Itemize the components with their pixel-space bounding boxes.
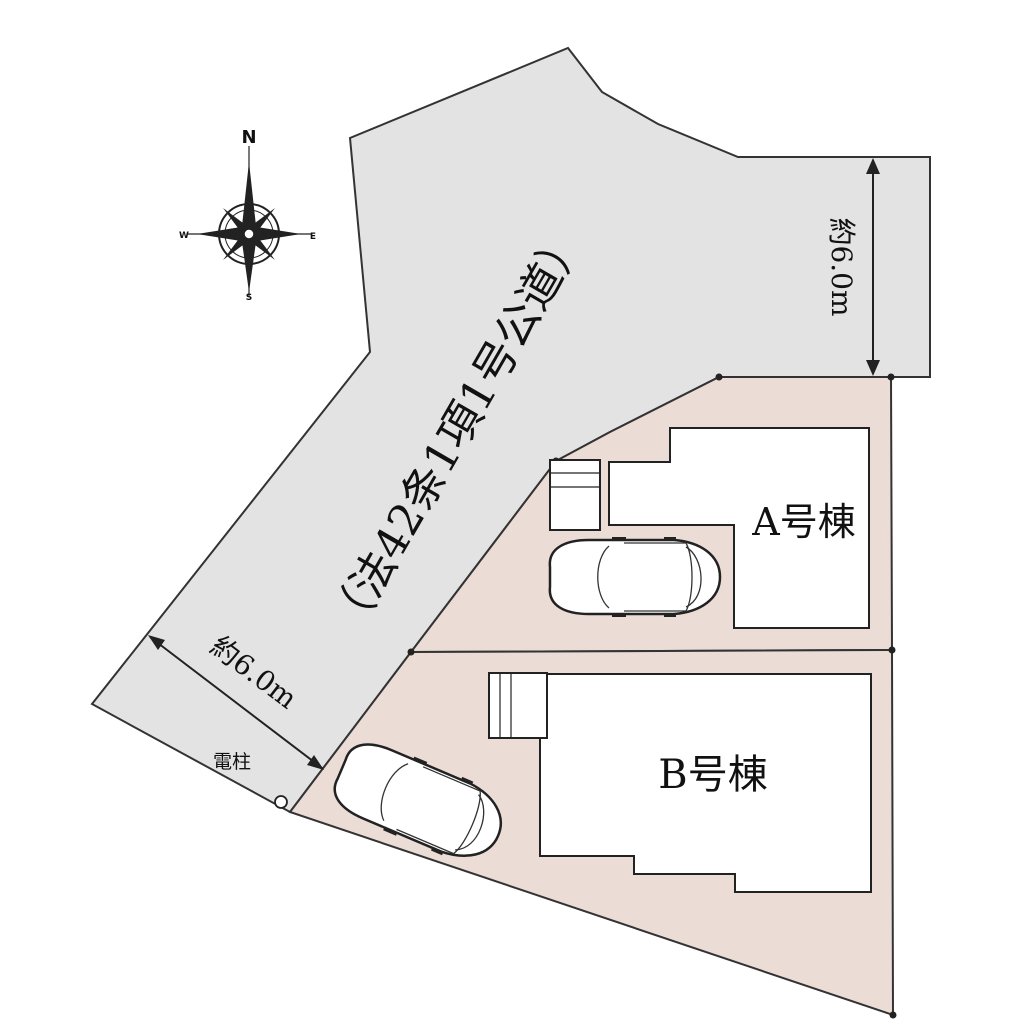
boundary-point	[407, 648, 415, 656]
boundary-point	[888, 646, 896, 654]
compass-w: W	[179, 231, 189, 241]
compass-s: S	[246, 293, 252, 303]
entry-steps-b	[488, 672, 548, 739]
utility-pole-label: 電柱	[213, 751, 251, 773]
compass-e: E	[310, 232, 316, 242]
dimension-top-label: 約6.0m	[825, 217, 858, 316]
utility-pole-icon	[274, 795, 288, 809]
lot-a-label: A号棟	[751, 500, 855, 544]
boundary-point	[715, 373, 723, 381]
boundary-point	[887, 373, 895, 381]
dimension-top	[866, 158, 880, 376]
car-a	[548, 537, 722, 617]
entry-steps-a	[549, 459, 601, 531]
car-b	[333, 743, 503, 857]
boundary-point	[889, 1011, 897, 1019]
lot-b-label: B号棟	[658, 752, 767, 798]
building-a	[608, 427, 870, 629]
building-b	[539, 673, 872, 893]
compass-icon	[187, 146, 311, 296]
compass-n: N	[241, 127, 256, 148]
dimension-left	[148, 635, 324, 770]
